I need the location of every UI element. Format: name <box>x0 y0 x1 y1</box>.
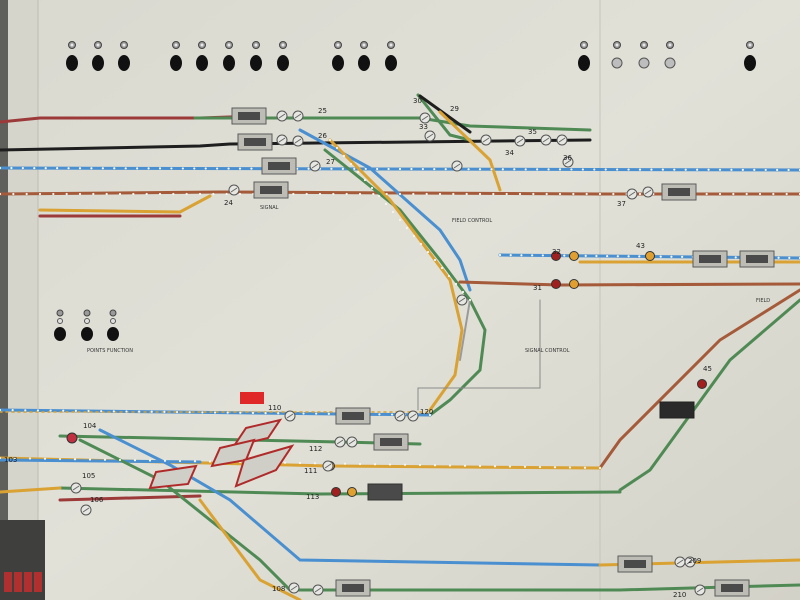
signal-number: 32 <box>552 248 561 256</box>
rotary-switch-icon[interactable] <box>638 41 650 69</box>
route-switch-button[interactable] <box>674 556 686 568</box>
points-function-caption: POINTS FUNCTION <box>87 348 133 354</box>
train-describer-boxes <box>231 107 775 597</box>
route-switch-button[interactable] <box>626 188 638 200</box>
signal-number: 43 <box>636 242 645 250</box>
top-switch-row[interactable] <box>66 41 756 72</box>
rotary-switch-icon[interactable] <box>170 41 182 72</box>
route-switch-button[interactable] <box>322 460 334 472</box>
signal-number: 31 <box>533 284 542 292</box>
note-signal: SIGNAL <box>260 205 279 211</box>
route-switch-button[interactable] <box>480 134 492 146</box>
route-switch-button[interactable] <box>556 134 568 146</box>
rotary-switch-icon[interactable] <box>664 41 676 69</box>
signal-number: 25 <box>318 107 327 115</box>
note-field-control: FIELD CONTROL <box>452 218 492 224</box>
rotary-switch-icon[interactable] <box>196 41 208 72</box>
rotary-switch-icon[interactable] <box>250 41 262 72</box>
route-switch-button[interactable] <box>70 482 82 494</box>
signal-number: 209 <box>688 557 701 565</box>
rotary-switch-icon[interactable] <box>611 41 623 69</box>
route-switch-button[interactable] <box>407 410 419 422</box>
route-switch-button[interactable] <box>540 134 552 146</box>
signal-number: 210 <box>673 591 686 599</box>
signal-number: 111 <box>304 467 317 475</box>
rotary-switch-icon[interactable] <box>66 41 78 72</box>
route-switch-button[interactable] <box>288 582 300 594</box>
route-switch-button[interactable] <box>684 556 696 568</box>
signal-lamps <box>66 251 707 497</box>
route-switch-button[interactable] <box>312 584 324 596</box>
signal-number: 36 <box>563 154 572 162</box>
signal-number: 108 <box>272 585 285 593</box>
rotary-switch-icon[interactable] <box>744 41 756 72</box>
route-switch-button[interactable] <box>309 160 321 172</box>
red-alarm-lamp <box>240 392 264 404</box>
route-switch-button[interactable] <box>276 134 288 146</box>
route-switch-button[interactable] <box>346 436 358 448</box>
signal-number: 26 <box>318 132 327 140</box>
rotary-switch-icon[interactable] <box>578 41 590 72</box>
route-switch-button[interactable] <box>694 584 706 596</box>
route-switch-button[interactable] <box>292 110 304 122</box>
route-switch-button[interactable] <box>456 294 468 306</box>
signal-number: 35 <box>528 128 537 136</box>
signal-number: 37 <box>617 200 626 208</box>
route-switch-button[interactable] <box>80 504 92 516</box>
rotary-switch-icon[interactable] <box>277 41 289 72</box>
signal-number: 104 <box>83 422 97 430</box>
track-indicator-lights <box>0 138 800 470</box>
signal-number: 33 <box>419 123 428 131</box>
route-switch-button[interactable] <box>292 135 304 147</box>
rotary-switch-icon[interactable] <box>92 41 104 72</box>
rotary-switch-icon[interactable] <box>118 41 130 72</box>
route-switch-button[interactable] <box>228 184 240 196</box>
route-switch-button[interactable] <box>394 410 406 422</box>
signal-number: 112 <box>309 445 322 453</box>
fuse-rows <box>4 572 42 592</box>
signal-number: 103 <box>4 456 17 464</box>
route-switch-button[interactable] <box>334 436 346 448</box>
points-knob-icon[interactable] <box>81 309 93 341</box>
signal-number: 24 <box>224 199 233 207</box>
left-panel-strip <box>8 0 38 600</box>
route-switch-button[interactable] <box>424 130 436 142</box>
rotary-switch-icon[interactable] <box>385 41 397 72</box>
rotary-switch-icon[interactable] <box>358 41 370 72</box>
route-switch-button[interactable] <box>419 112 431 124</box>
note-signal-control: SIGNAL CONTROL <box>525 348 570 354</box>
signal-number: 120 <box>420 408 433 416</box>
signal-number-labels: 25 26 27 24 30 29 33 34 35 36 37 32 43 31 45 110 120 104 1… <box>4 97 712 599</box>
points-knob-icon[interactable] <box>54 309 66 341</box>
signal-number: 110 <box>268 404 281 412</box>
signal-number: 29 <box>450 105 459 113</box>
route-switch-button[interactable] <box>514 135 526 147</box>
points-function-switches[interactable] <box>54 309 119 341</box>
signal-number: 105 <box>82 472 95 480</box>
signal-number: 30 <box>413 97 422 105</box>
signal-number: 113 <box>306 493 319 501</box>
route-switch-button[interactable] <box>276 110 288 122</box>
rotary-switch-icon[interactable] <box>223 41 235 72</box>
points-knob-icon[interactable] <box>107 309 119 341</box>
note-field: FIELD <box>756 298 770 304</box>
rotary-switch-icon[interactable] <box>332 41 344 72</box>
left-frame <box>0 0 8 600</box>
crossing-zone-boxes <box>148 418 295 490</box>
signal-number: 34 <box>505 149 514 157</box>
signal-number: 106 <box>90 496 104 504</box>
route-switch-button[interactable] <box>562 156 574 168</box>
route-switches[interactable] <box>70 110 706 596</box>
route-switch-button[interactable] <box>451 160 463 172</box>
route-switch-button[interactable] <box>642 186 654 198</box>
signal-number: 27 <box>326 158 335 166</box>
signal-number: 45 <box>703 365 712 373</box>
route-switch-button[interactable] <box>284 410 296 422</box>
